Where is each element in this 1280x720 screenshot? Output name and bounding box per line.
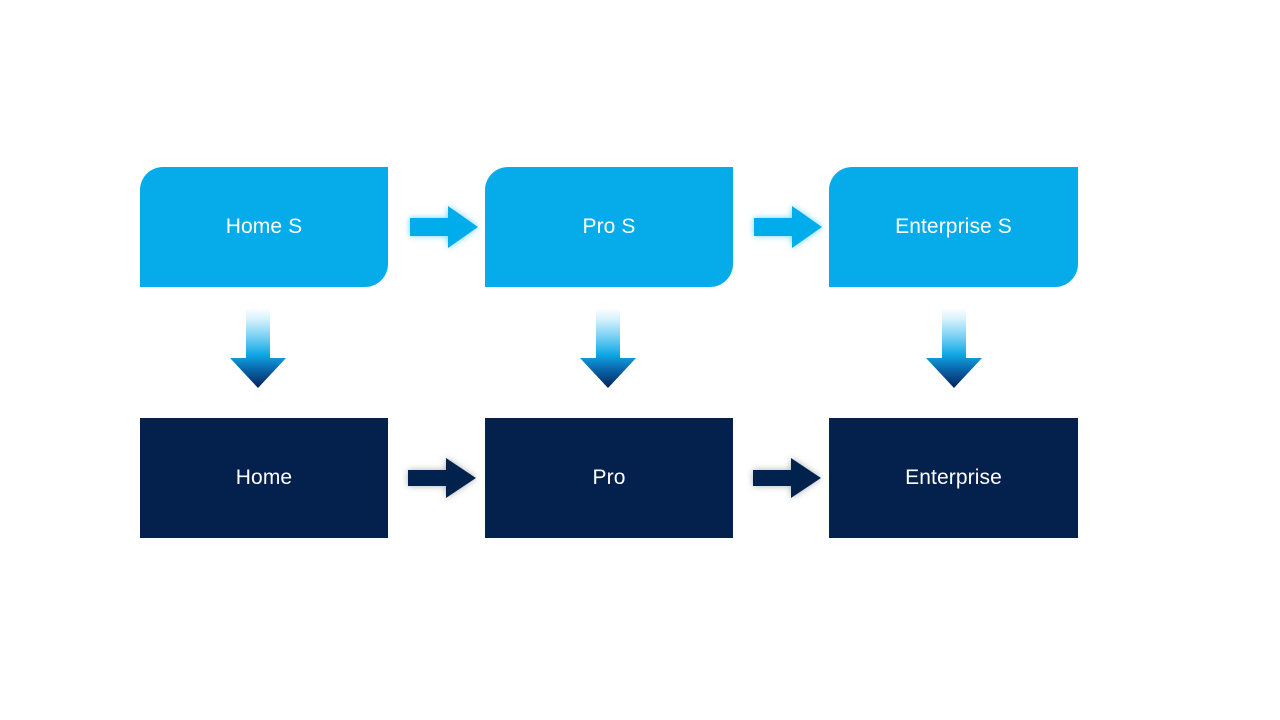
node-enterprise[interactable]: Enterprise xyxy=(829,418,1078,538)
arrow-pro-s-to-pro xyxy=(578,308,638,390)
arrow-enterprise-s-to-enterprise xyxy=(924,308,984,390)
node-label: Home xyxy=(235,466,293,490)
arrow-home-s-to-home xyxy=(228,308,288,390)
node-enterprise-s[interactable]: Enterprise S xyxy=(829,167,1078,287)
node-label: Enterprise xyxy=(905,466,1002,490)
node-label: Enterprise S xyxy=(895,215,1012,239)
node-home[interactable]: Home xyxy=(140,418,388,538)
node-label: Pro S xyxy=(582,215,636,239)
node-pro[interactable]: Pro xyxy=(485,418,733,538)
arrow-pro-to-enterprise xyxy=(750,454,824,502)
arrow-pro-s-to-enterprise-s xyxy=(752,203,824,251)
node-label: Home S xyxy=(225,215,303,239)
node-pro-s[interactable]: Pro S xyxy=(485,167,733,287)
arrow-home-s-to-pro-s xyxy=(408,203,480,251)
node-label: Pro xyxy=(592,466,626,490)
arrow-home-to-pro xyxy=(405,454,479,502)
node-home-s[interactable]: Home S xyxy=(140,167,388,287)
